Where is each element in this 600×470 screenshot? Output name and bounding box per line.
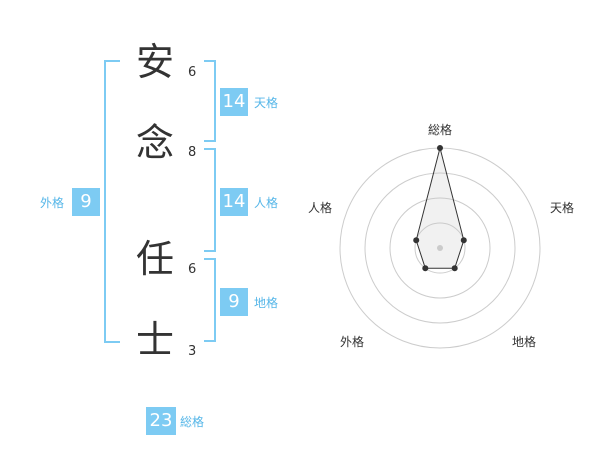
- radar-point: [422, 265, 429, 272]
- stroke-count-1: 6: [188, 65, 197, 80]
- stroke-count-3: 6: [188, 262, 197, 277]
- gaikaku-value: 9: [72, 188, 100, 216]
- tenkaku-bracket: [204, 60, 216, 142]
- radar-center-dot: [437, 245, 443, 251]
- radar-ring: [389, 197, 491, 299]
- radar-point: [437, 145, 443, 151]
- radar-label-chikaku: 地格: [512, 335, 537, 349]
- name-char-3: 任: [135, 237, 174, 281]
- radar-label-jinkaku: 人格: [308, 201, 333, 215]
- radar-label-gaikaku: 外格: [340, 335, 365, 349]
- radar-point: [460, 237, 467, 244]
- jinkaku-value: 14: [220, 188, 248, 216]
- chikaku-value: 9: [220, 288, 248, 316]
- stroke-count-4: 3: [188, 344, 197, 359]
- gaikaku-label: 外格: [40, 196, 65, 210]
- radar-ring: [414, 222, 466, 274]
- radar-ring: [364, 172, 516, 324]
- chikaku-label: 地格: [254, 296, 279, 310]
- radar-label-tenkaku: 天格: [550, 201, 575, 215]
- stroke-count-2: 8: [188, 145, 197, 160]
- name-char-1: 安: [135, 40, 174, 84]
- tenkaku-value: 14: [220, 88, 248, 116]
- chikaku-bracket: [204, 258, 216, 342]
- jinkaku-bracket: [204, 148, 216, 252]
- name-char-2: 念: [135, 121, 174, 165]
- radar-polygon: [415, 147, 465, 269]
- radar-label-soukaku: 総格: [428, 123, 453, 137]
- soukaku-value: 23: [146, 407, 176, 435]
- gaikaku-bracket: [104, 60, 120, 343]
- radar-point: [451, 265, 458, 272]
- soukaku-label: 総格: [180, 415, 205, 429]
- jinkaku-label: 人格: [254, 196, 279, 210]
- tenkaku-label: 天格: [254, 96, 279, 110]
- name-char-4: 士: [135, 318, 174, 362]
- radar-point: [413, 237, 420, 244]
